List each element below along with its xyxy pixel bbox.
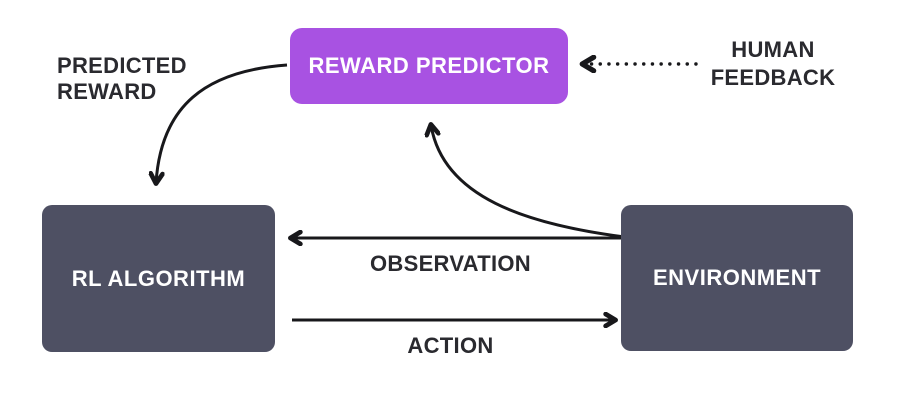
predicted-reward-label: PREDICTED REWARD [57, 53, 187, 105]
node-environment: ENVIRONMENT [621, 205, 853, 351]
node-reward-predictor: REWARD PREDICTOR [290, 28, 568, 104]
node-environment-label: ENVIRONMENT [652, 265, 822, 290]
node-reward-predictor-label: REWARD PREDICTOR [308, 53, 550, 78]
action-label: ACTION [407, 333, 494, 358]
human-feedback-label: HUMAN FEEDBACK [710, 37, 836, 90]
predicted-reward-arrow [156, 63, 288, 183]
environment-to-reward-predictor-arrow [431, 125, 622, 238]
node-rl-algorithm-label: RL ALGORITHM [71, 265, 246, 291]
observation-label: OBSERVATION [370, 251, 531, 276]
node-rl-algorithm: RL ALGORITHM [42, 205, 275, 352]
